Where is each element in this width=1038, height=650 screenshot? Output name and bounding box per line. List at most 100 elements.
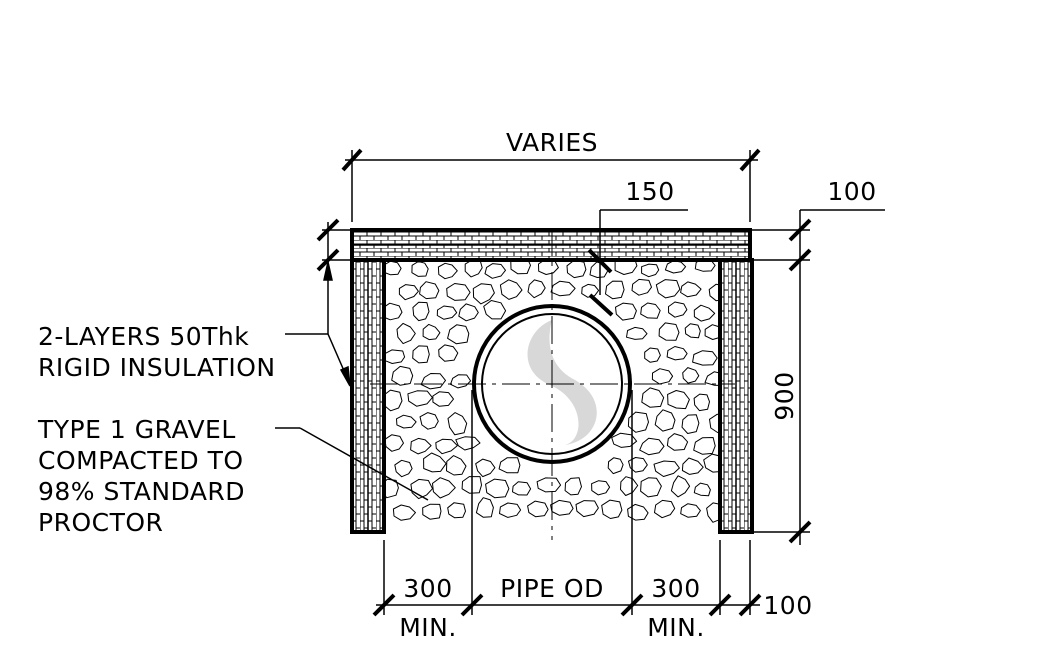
gravel-stone	[410, 437, 432, 455]
gravel-stone	[694, 262, 716, 272]
gravel-stone	[658, 322, 680, 341]
gravel-stone	[536, 477, 562, 493]
gravel-stone	[419, 412, 439, 430]
gravel-stone	[651, 368, 674, 385]
gravel-stone	[611, 432, 638, 448]
dim-right	[750, 209, 885, 545]
gravel-stone	[684, 323, 701, 339]
gravel-stone	[527, 279, 546, 299]
gravel-stone	[484, 263, 506, 279]
gravel-stone	[450, 374, 472, 389]
gravel-stone	[607, 457, 624, 475]
gravel-stone	[472, 283, 495, 305]
gravel-backfill	[386, 262, 718, 523]
dim-overall-width	[341, 148, 761, 222]
gravel-stone	[709, 413, 718, 433]
gravel-stone	[654, 409, 676, 432]
gravel-stone	[447, 502, 466, 519]
gravel-stone	[447, 324, 470, 345]
gravel-stone	[455, 436, 481, 451]
gravel-stone	[655, 279, 681, 299]
gravel-stone	[666, 433, 689, 451]
gravel-stone	[483, 300, 507, 320]
gravel-stone	[591, 480, 611, 496]
gravel-stone	[626, 326, 648, 340]
watermark-logo	[527, 320, 597, 445]
gravel-stone	[640, 477, 662, 498]
gravel-stone	[641, 387, 665, 408]
gravel-callout-line-1: TYPE 1 GRAVEL	[37, 415, 236, 444]
gravel-stone	[668, 301, 688, 318]
gravel-stone	[693, 304, 716, 322]
gravel-stone	[386, 349, 406, 364]
gravel-stone	[627, 411, 649, 433]
gravel-stone	[386, 302, 403, 321]
gravel-stone	[704, 324, 718, 340]
gravel-stone	[432, 391, 454, 407]
gravel-stone	[644, 347, 661, 363]
dim-left-clearance-note: MIN.	[399, 613, 457, 642]
gravel-stone	[386, 434, 404, 452]
gravel-stone	[566, 262, 587, 279]
dim-bottom	[372, 390, 762, 617]
gravel-stone	[396, 322, 416, 345]
gravel-stone	[681, 457, 704, 475]
gravel-stone	[627, 503, 649, 521]
gravel-stone	[693, 482, 711, 497]
gravel-stone	[446, 455, 467, 476]
gravel-stone	[680, 281, 702, 298]
dim-top-slab-left	[316, 218, 352, 272]
gravel-stone	[693, 437, 716, 455]
center-lines	[370, 228, 735, 540]
gravel-stone	[564, 477, 582, 496]
gravel-stone	[412, 301, 430, 322]
gravel-stone	[614, 262, 638, 275]
gravel-stone	[475, 497, 494, 518]
gravel-stone	[386, 262, 402, 276]
gravel-stone	[653, 460, 680, 477]
gravel-stone	[391, 365, 414, 386]
gravel-stone	[681, 414, 700, 434]
gravel-stone	[438, 344, 459, 362]
dim-depth-label: 900	[770, 371, 799, 420]
gravel-stone	[527, 500, 549, 518]
gravel-callout-line-4: PROCTOR	[38, 508, 163, 537]
dim-side-insulation-label: 100	[763, 591, 812, 620]
gravel-stone	[458, 303, 479, 322]
dim-liner-offset-label: 150	[625, 177, 674, 206]
gravel-stone	[703, 453, 718, 473]
gravel-callout-line-3: 98% STANDARD	[38, 477, 245, 506]
gravel-stone	[398, 284, 419, 301]
gravel-stone	[499, 279, 523, 300]
dim-left-clearance-label: 300	[403, 574, 452, 603]
gravel-stone	[639, 437, 665, 456]
insulation-callout-line-1: 2-LAYERS 50Thk	[38, 322, 249, 351]
gravel-stone	[420, 373, 446, 390]
gravel-stone	[412, 345, 430, 364]
gravel-callout-line-2: COMPACTED TO	[38, 446, 244, 475]
gravel-stone	[667, 390, 690, 410]
gravel-stone	[620, 476, 639, 496]
gravel-stone	[394, 459, 413, 478]
gravel-stone	[407, 390, 433, 407]
gravel-stone	[498, 457, 521, 474]
gravel-stone	[436, 305, 458, 320]
gravel-stone	[631, 278, 652, 296]
gravel-stone	[512, 481, 532, 496]
gravel-stone	[670, 475, 691, 498]
dim-right-clearance-note: MIN.	[647, 613, 705, 642]
gravel-stone	[706, 502, 718, 523]
gravel-stone	[499, 502, 522, 518]
gravel-stone	[510, 262, 531, 275]
gravel-stone	[464, 262, 483, 278]
gravel-stone	[641, 263, 660, 278]
gravel-stone	[550, 280, 576, 297]
gravel-stone	[550, 499, 574, 516]
gravel-stone	[386, 389, 403, 412]
gravel-stone	[708, 283, 718, 302]
gravel-stone	[437, 262, 458, 280]
gravel-stone	[666, 346, 688, 361]
insulation-callout-line-2: RIGID INSULATION	[38, 353, 276, 382]
